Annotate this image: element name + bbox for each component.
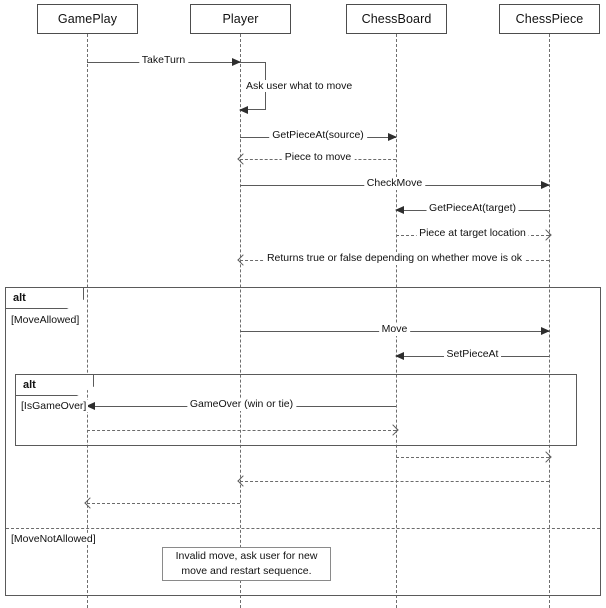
lifeline-label: ChessPiece <box>515 12 584 26</box>
message-label: TakeTurn <box>138 54 189 67</box>
lifeline-header-gameplay[interactable]: GamePlay <box>37 4 138 34</box>
message-label: GetPieceAt(source) <box>269 129 367 142</box>
message-label: SetPieceAt <box>443 348 502 361</box>
fragment-operator-outer-alt: alt <box>6 288 84 309</box>
lifeline-chessboard <box>396 34 397 608</box>
lifeline-label: Player <box>222 12 259 26</box>
fragment-guard-guard-is-game-over: [IsGameOver] <box>19 400 89 412</box>
lifeline-header-chessboard[interactable]: ChessBoard <box>346 4 447 34</box>
message-label: GetPieceAt(target) <box>426 202 519 215</box>
message-label: GameOver (win or tie) <box>186 398 297 411</box>
message-label: Piece at target location <box>416 227 529 240</box>
arrow-head-icon <box>388 132 397 141</box>
arrow-head-icon <box>395 205 404 214</box>
note-invalid-move-note[interactable]: Invalid move, ask user for new move and … <box>162 547 331 581</box>
message-label: Piece to move <box>281 151 355 164</box>
fragment-divider-outer-alt-divider <box>6 528 600 529</box>
message-line <box>87 430 396 431</box>
self-message-label: Ask user what to move <box>244 80 355 92</box>
arrow-head-icon <box>239 105 248 114</box>
fragment-guard-guard-move-not-allowed: [MoveNotAllowed] <box>9 533 98 545</box>
lifeline-player <box>240 34 241 608</box>
fragment-guard-guard-move-allowed: [MoveAllowed] <box>9 314 82 326</box>
lifeline-header-chesspiece[interactable]: ChessPiece <box>499 4 600 34</box>
lifeline-label: ChessBoard <box>361 12 432 26</box>
note-text: Invalid move, ask user for new move and … <box>175 550 318 577</box>
lifeline-header-player[interactable]: Player <box>190 4 291 34</box>
lifeline-label: GamePlay <box>57 12 118 26</box>
combined-fragment-inner-alt[interactable]: alt <box>15 374 577 446</box>
message-line <box>240 481 549 482</box>
arrow-head-icon <box>232 57 241 66</box>
lifeline-chesspiece <box>549 34 550 608</box>
lifeline-gameplay <box>87 34 88 608</box>
combined-fragment-outer-alt[interactable]: alt <box>5 287 601 596</box>
arrow-head-icon <box>86 401 95 410</box>
self-message-ask-user-what-to-move[interactable]: Ask user what to move <box>239 62 355 114</box>
message-line <box>87 503 240 504</box>
arrow-head-icon <box>541 326 550 335</box>
message-label: Returns true or false depending on wheth… <box>263 252 526 265</box>
arrow-head-icon <box>541 180 550 189</box>
message-label: Move <box>378 323 411 336</box>
arrow-head-icon <box>395 351 404 360</box>
message-line <box>396 457 549 458</box>
fragment-operator-inner-alt: alt <box>16 375 94 396</box>
message-label: CheckMove <box>363 177 426 190</box>
